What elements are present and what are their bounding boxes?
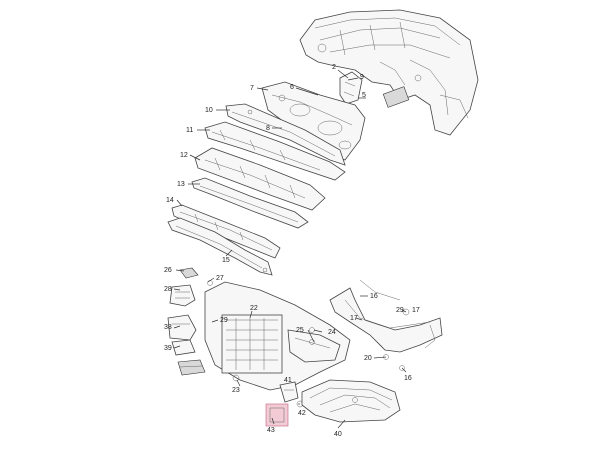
cowl-panel-12	[194, 147, 326, 211]
callout-16c: 16	[404, 375, 412, 382]
callout-24: 24	[328, 329, 336, 336]
callout-26: 26	[164, 267, 172, 274]
callout-41: 41	[284, 377, 292, 384]
callout-6: 6	[290, 84, 294, 91]
bracket-part	[339, 71, 363, 105]
underbody-shield-40	[301, 379, 401, 423]
callout-16: 29	[396, 307, 404, 314]
callout-42: 42	[298, 410, 306, 417]
vehicle-body-section	[299, 9, 479, 136]
callout-15: 15	[222, 257, 230, 264]
callout-17b: 17	[350, 315, 358, 322]
callout-2: 2	[332, 64, 336, 71]
callout-labels: 2 5 6 7 8 9 10 11 12 13 14 15 29 17 20 2…	[164, 64, 420, 438]
callout-38: 38	[164, 324, 172, 331]
callout-9: 9	[360, 74, 364, 81]
callout-7: 7	[250, 85, 254, 92]
callout-10: 10	[205, 107, 213, 114]
cowl-panel-15	[167, 217, 273, 276]
subframe-assembly	[329, 279, 443, 371]
callout-12: 12	[180, 152, 188, 159]
cowl-panel-13	[191, 177, 309, 229]
cowl-panel-11	[204, 121, 346, 181]
callout-17: 17	[412, 307, 420, 314]
cowl-panel-upper	[261, 81, 366, 161]
callout-28: 28	[164, 286, 172, 293]
callout-40: 40	[334, 431, 342, 438]
leader-lines	[173, 69, 407, 429]
callout-22: 22	[250, 305, 258, 312]
bracket-41	[279, 381, 299, 403]
callout-23: 23	[232, 387, 240, 394]
callout-20: 20	[364, 355, 372, 362]
callout-39: 39	[164, 345, 172, 352]
callout-14: 14	[166, 197, 174, 204]
callout-25: 25	[296, 327, 304, 334]
callout-43: 43	[267, 427, 275, 434]
callout-8: 8	[266, 125, 270, 132]
callout-5: 5	[362, 92, 366, 99]
highlighted-part-43	[265, 403, 289, 427]
callout-16b: 16	[370, 293, 378, 300]
small-parts-left	[167, 267, 215, 376]
front-carrier-assembly	[204, 281, 351, 391]
callout-27: 27	[216, 275, 224, 282]
callout-29: 29	[220, 317, 228, 324]
callout-11: 11	[186, 127, 193, 134]
callout-13: 13	[177, 181, 185, 188]
plenum-panel	[225, 103, 346, 166]
